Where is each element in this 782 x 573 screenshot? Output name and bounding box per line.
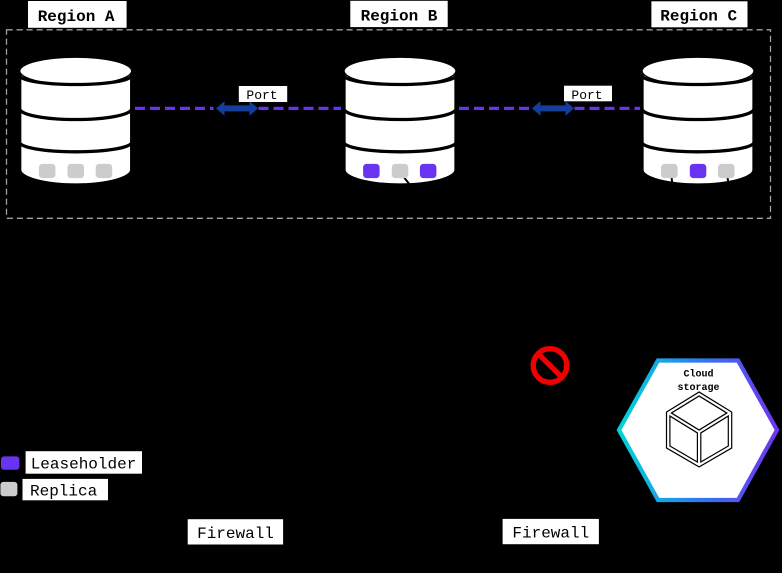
svg-text:Region C: Region C [660, 8, 737, 26]
svg-text:Region B: Region B [361, 8, 438, 26]
svg-text:Cloud: Cloud [683, 369, 713, 381]
svg-text:Replica: Replica [30, 483, 98, 501]
svg-text:Firewall: Firewall [512, 525, 589, 543]
svg-text:Region A: Region A [38, 8, 115, 26]
svg-text:Firewall: Firewall [197, 525, 274, 543]
svg-text:Port: Port [571, 88, 602, 103]
svg-text:Port: Port [246, 88, 277, 103]
svg-text:storage: storage [677, 383, 719, 394]
svg-text:Leaseholder: Leaseholder [31, 456, 137, 474]
